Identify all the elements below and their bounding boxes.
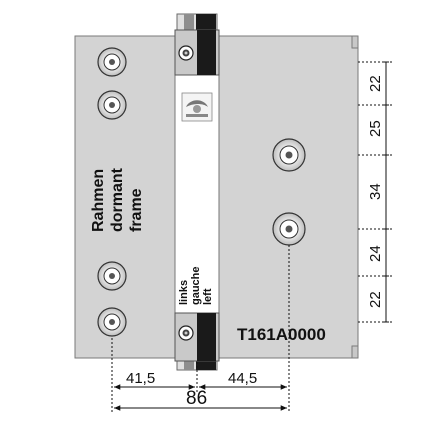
screw-hole-right-1 xyxy=(272,138,306,172)
side-label-line-3: left xyxy=(202,288,214,305)
dim-horizontal-right: 44,5 xyxy=(228,370,257,387)
dim-vertical-5: 22 xyxy=(367,291,384,308)
frame-label-line-3: frame xyxy=(128,188,145,232)
door-leaf xyxy=(216,35,359,359)
frame-leaf xyxy=(74,35,178,359)
dim-vertical-2: 25 xyxy=(367,120,384,137)
pin-screw-bottom xyxy=(178,325,194,341)
side-label-line-2: gauche xyxy=(190,266,202,305)
vertical-dimensions xyxy=(358,61,392,323)
screw-hole-left-1 xyxy=(97,47,127,77)
screw-hole-left-3 xyxy=(97,261,127,291)
side-label-line-1: links xyxy=(178,280,190,305)
pin-screw-top xyxy=(178,45,194,61)
screw-hole-left-4 xyxy=(97,307,127,337)
leaf-notch-bottom xyxy=(351,345,359,359)
part-number: T161A0000 xyxy=(237,325,326,344)
dim-horizontal-left: 41,5 xyxy=(126,370,155,387)
manufacturer-logo xyxy=(181,92,213,122)
frame-label-line-2: dormant xyxy=(109,167,126,232)
dim-horizontal-total: 86 xyxy=(186,388,207,409)
leaf-notch-top xyxy=(351,35,359,49)
screw-hole-left-2 xyxy=(97,90,127,120)
horizontal-dimensions xyxy=(111,245,290,412)
screw-hole-right-2 xyxy=(272,212,306,246)
frame-label-line-1: Rahmen xyxy=(90,169,107,232)
dim-vertical-4: 24 xyxy=(367,245,384,262)
dim-vertical-3: 34 xyxy=(367,183,384,200)
dim-vertical-1: 22 xyxy=(367,75,384,92)
